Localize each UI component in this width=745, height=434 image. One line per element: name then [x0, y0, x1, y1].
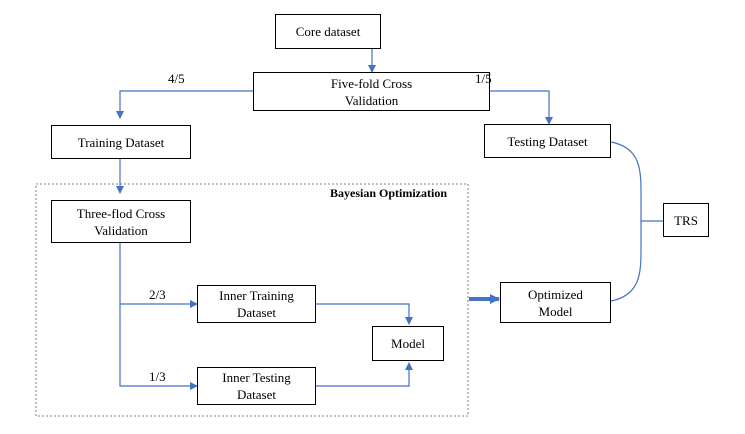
arrow-fivefold-to-training — [116, 90, 253, 119]
testing-dataset-label: Testing Dataset — [507, 133, 588, 149]
inner-training-dataset-label: Inner Training Dataset — [219, 288, 294, 320]
bayesian-optimization-region — [35, 183, 469, 417]
training-dataset-label: Training Dataset — [77, 134, 165, 150]
fivefold-cv-label: Five-fold Cross Validation — [330, 75, 413, 108]
trs-label: TRS — [674, 212, 698, 228]
trs-box: TRS — [663, 203, 709, 237]
edge-label-inner-test-split: 1/3 — [149, 369, 166, 384]
model-label: Model — [391, 336, 425, 351]
edge-label-inner-train-split: 2/3 — [149, 287, 166, 302]
bayesian-optimization-title: Bayesian Optimization — [330, 186, 448, 200]
core-dataset-label: Core dataset — [295, 24, 361, 39]
testing-dataset-box: Testing Dataset — [484, 124, 611, 158]
arrow-inner-training-to-model — [316, 303, 413, 325]
connector-optimized-to-trs — [610, 221, 642, 302]
arrow-inner-testing-to-model — [316, 362, 413, 387]
threeflod-cv-label: Three-flod Cross Validation — [76, 205, 166, 238]
inner-testing-dataset-label: Inner Testing Dataset — [222, 370, 291, 402]
edge-label-test-split: 1/5 — [475, 71, 492, 86]
arrow-fivefold-to-testing — [490, 90, 553, 125]
inner-training-dataset-box: Inner Training Dataset — [197, 285, 316, 323]
core-dataset-box: Core dataset — [275, 14, 381, 49]
threeflod-cv-box: Three-flod Cross Validation — [51, 200, 191, 243]
fivefold-cv-box: Five-fold Cross Validation — [253, 72, 490, 111]
edge-label-train-split: 4/5 — [168, 71, 185, 86]
optimized-model-label: Optimized Model — [528, 286, 583, 319]
inner-testing-dataset-box: Inner Testing Dataset — [197, 367, 316, 405]
training-dataset-box: Training Dataset — [51, 125, 191, 159]
arrow-threeflod-to-inner-testing — [119, 304, 198, 390]
connector-testing-to-trs — [610, 141, 663, 222]
model-box: Model — [372, 326, 444, 361]
optimized-model-box: Optimized Model — [500, 282, 611, 323]
